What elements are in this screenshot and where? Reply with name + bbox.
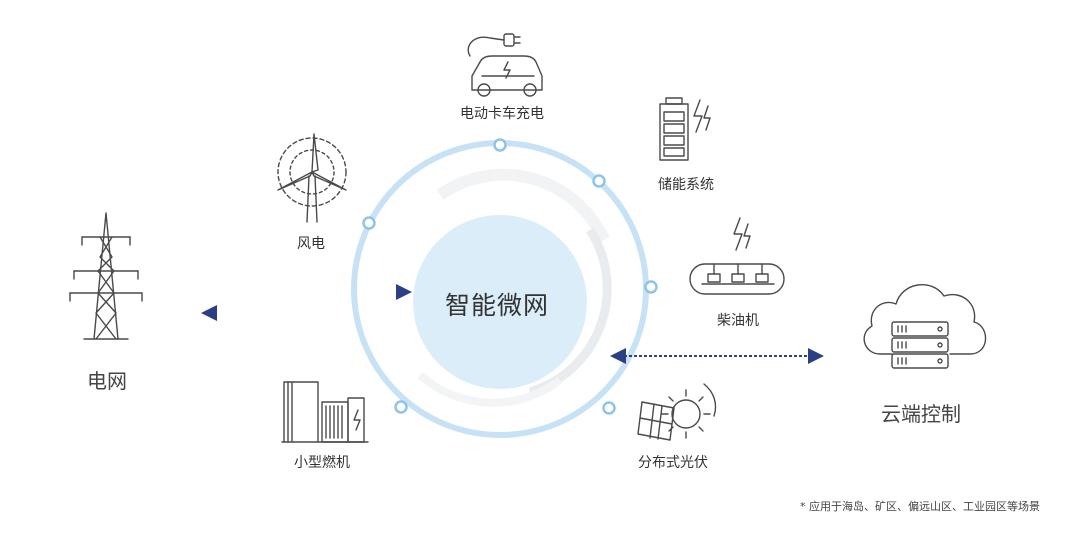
battery-icon: [659, 97, 711, 161]
ring-dot-solar: [602, 401, 616, 415]
solar-panel-sun-icon: [637, 383, 717, 441]
ring-dot-wind: [362, 216, 376, 230]
wind-label: 风电: [297, 236, 325, 252]
cloud-server-icon: [863, 283, 987, 369]
ring-dot-diesel: [644, 280, 658, 294]
power-tower-icon: [69, 212, 143, 340]
gas-turbine-plant-icon: [281, 381, 369, 443]
center-title: 智能微网: [444, 291, 550, 320]
solar-label: 分布式光伏: [638, 455, 708, 471]
storage-label: 储能系统: [658, 177, 714, 193]
diesel-label: 柴油机: [717, 313, 759, 329]
inner-arc-bottom: [417, 372, 563, 407]
footnote: * 应用于海岛、矿区、偏远山区、工业园区等场景: [800, 500, 1040, 513]
grid-label: 电网: [87, 369, 127, 393]
center-core: [413, 215, 587, 389]
ring-dots: [362, 138, 658, 415]
cloud-label: 云端控制: [881, 402, 961, 426]
ring-dot-gas: [394, 400, 408, 414]
wind-turbine-icon: [277, 133, 347, 223]
diesel-generator-icon: [689, 217, 785, 295]
ring-dot-storage: [592, 174, 606, 188]
ev-charging-label: 电动卡车充电: [460, 106, 544, 122]
inner-arc-light: [436, 168, 610, 243]
gas-turbine-label: 小型燃机: [294, 455, 350, 471]
ring-dot-ev: [493, 138, 507, 152]
electric-car-plug-icon: [467, 33, 543, 97]
